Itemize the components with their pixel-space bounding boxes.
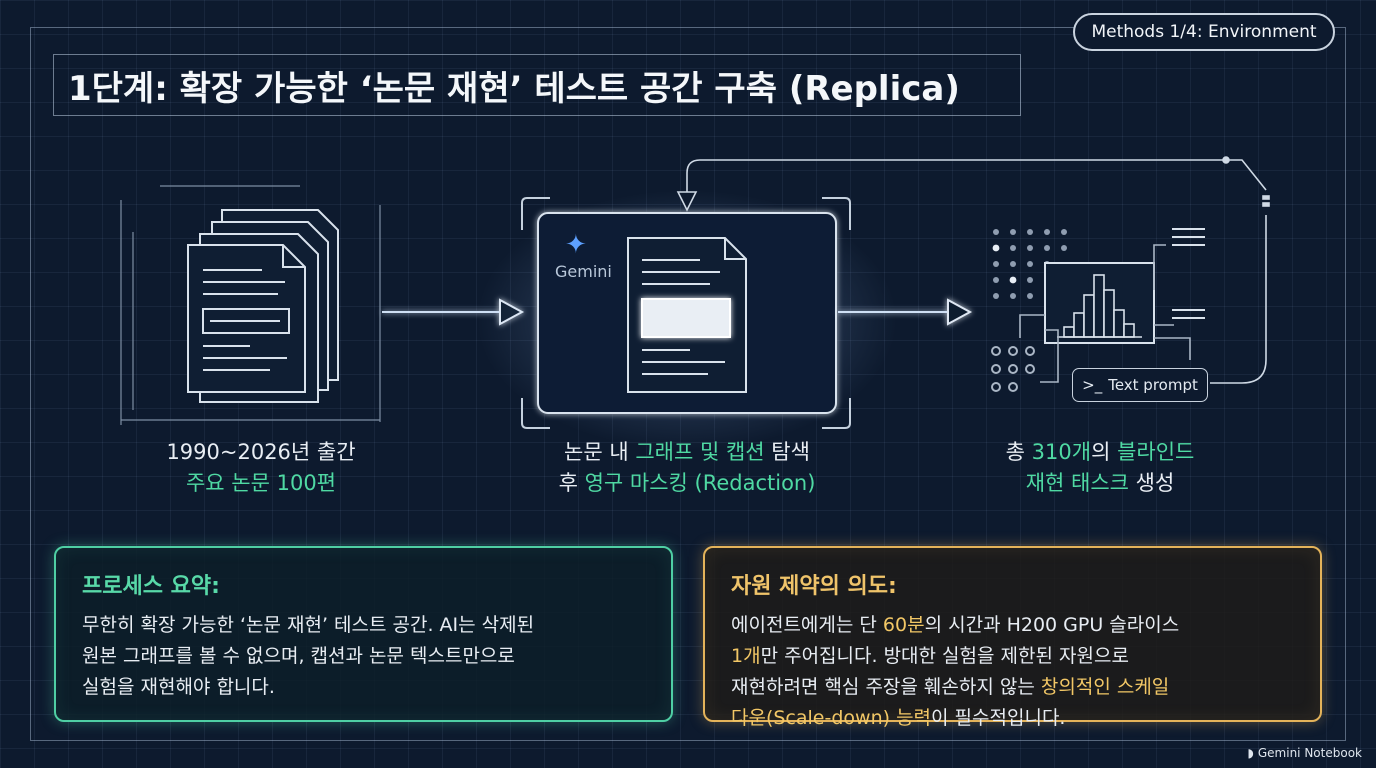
resource-constraint-title: 자원 제약의 의도: [731,574,897,599]
text-lines-icon [1172,228,1205,319]
text-prompt-label: Text prompt [1108,376,1198,394]
paper-stack-icon [120,185,381,425]
flow-arrow-2 [838,298,973,326]
resource-constraint-panel: 자원 제약의 의도: 에이전트에게는 단 60분의 시간과 H200 GPU 슬… [703,546,1322,729]
slide-title: 1단계: 확장 가능한 ‘논문 재현’ 테스트 공간 구축 (Replica) [53,54,1021,116]
process-summary-panel: 프로세스 요약: 무한히 확장 가능한 ‘논문 재현’ 테스트 공간. AI는 … [54,546,673,722]
histogram-chart-icon [1044,262,1155,344]
step-1-caption: 1990~2026년 출간 주요 논문 100편 [141,437,381,499]
gemini-redaction-panel [477,190,897,450]
step-3-caption: 총 310개의 블라인드 재현 태스크 생성 [975,437,1225,499]
terminal-prompt-icon: >_ [1082,376,1103,394]
dot-grid-icon [992,229,1067,299]
process-summary-body: 무한히 확장 가능한 ‘논문 재현’ 테스트 공간. AI는 삭제된 원본 그래… [82,614,535,698]
step-2-line1: 논문 내 그래프 및 캡션 탐색 [564,440,810,464]
ring-dot-icon [991,346,1035,392]
section-badge: Methods 1/4: Environment [1073,13,1335,51]
footer-label: Gemini Notebook [1257,746,1362,760]
footer-branding: ◗ Gemini Notebook [1248,746,1362,760]
notebook-logo-icon: ◗ [1247,746,1254,760]
gemini-sparkle-icon: ✦ [565,230,587,260]
step-2-line2: 후 영구 마스킹 (Redaction) [558,471,816,495]
feedback-loop-arrow [676,156,1270,384]
step-3-line2: 재현 태스크 생성 [1025,471,1175,495]
process-summary-title: 프로세스 요약: [82,574,220,599]
step-1-line1: 1990~2026년 출간 [166,440,356,464]
step-2-caption: 논문 내 그래프 및 캡션 탐색 후 영구 마스킹 (Redaction) [512,437,862,499]
text-prompt-box: >_ Text prompt [1072,368,1208,402]
step-1-line2: 주요 논문 100편 [185,471,337,495]
resource-constraint-body: 에이전트에게는 단 60분의 시간과 H200 GPU 슬라이스 1개만 주어집… [731,614,1180,729]
connector-lines [1019,244,1191,383]
redacted-document-icon [627,237,747,393]
step-3-line1: 총 310개의 블라인드 [1005,440,1195,464]
gemini-label: Gemini [555,262,612,281]
redaction-block [641,298,731,338]
slide-frame [30,27,1346,741]
